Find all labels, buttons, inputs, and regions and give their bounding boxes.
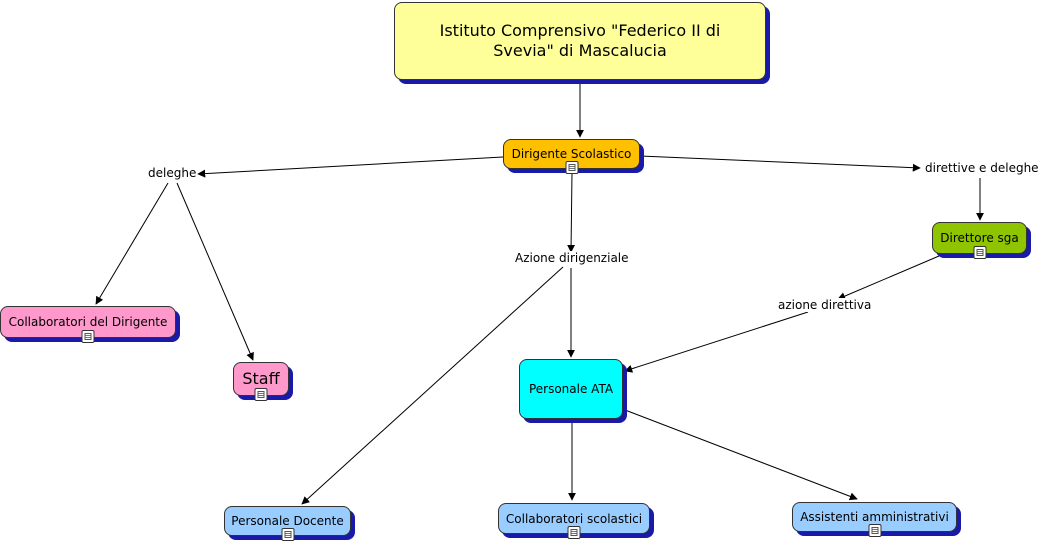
link-label-direttive-deleghe: direttive e deleghe [924,161,1040,175]
concept-root-label: Istituto Comprensivo "Federico II di Sve… [439,21,721,60]
concept-label: Collaboratori del Dirigente [8,315,168,329]
concept-label: Staff [242,369,280,388]
edge-dirigente-direttive [639,155,921,172]
concept-root-institute[interactable]: Istituto Comprensivo "Federico II di Sve… [394,2,766,80]
document-icon[interactable] [868,524,881,537]
document-icon[interactable] [567,526,581,539]
concept-personale-ata[interactable]: Personale ATA [519,359,623,419]
link-label-azione-direttiva: azione direttiva [777,298,873,312]
concept-assistenti-amministrativi[interactable]: Assistenti amministrativi [792,502,957,537]
concept-label: Dirigente Scolastico [511,147,632,161]
concept-collaboratori-scolastici[interactable]: Collaboratori scolastici [498,503,650,539]
document-icon[interactable] [281,528,294,541]
concept-label: Personale Docente [231,514,344,528]
concept-label: Personale ATA [528,382,614,396]
edge-ata-assistenti [624,409,858,501]
edge-dsga-azione-direttiva [837,255,940,300]
edge-dirigente-deleghe [197,156,504,178]
document-icon[interactable] [973,246,986,259]
link-label-azione-dirigenziale: Azione dirigenziale [514,251,630,265]
edge-deleghe-collaboratori [95,182,169,305]
concept-collaboratori-dirigente[interactable]: Collaboratori del Dirigente [0,306,176,343]
edge-deleghe-staff [176,182,254,361]
document-icon[interactable] [254,388,268,401]
concept-label: Direttore sga [940,231,1019,245]
concept-direttore-sga[interactable]: Direttore sga [932,222,1027,259]
concept-personale-docente[interactable]: Personale Docente [224,506,351,541]
concept-label: Assistenti amministrativi [800,510,949,524]
document-icon[interactable] [81,330,95,343]
concept-staff[interactable]: Staff [233,362,289,401]
edge-azione-direttiva-ata [624,311,809,373]
document-icon[interactable] [565,161,578,174]
concept-dirigente-scolastico[interactable]: Dirigente Scolastico [503,139,640,174]
edge-azione-docente [301,266,564,505]
link-label-deleghe: deleghe [147,166,198,180]
concept-label: Collaboratori scolastici [505,511,643,526]
edge-dirigente-azione [567,171,576,253]
